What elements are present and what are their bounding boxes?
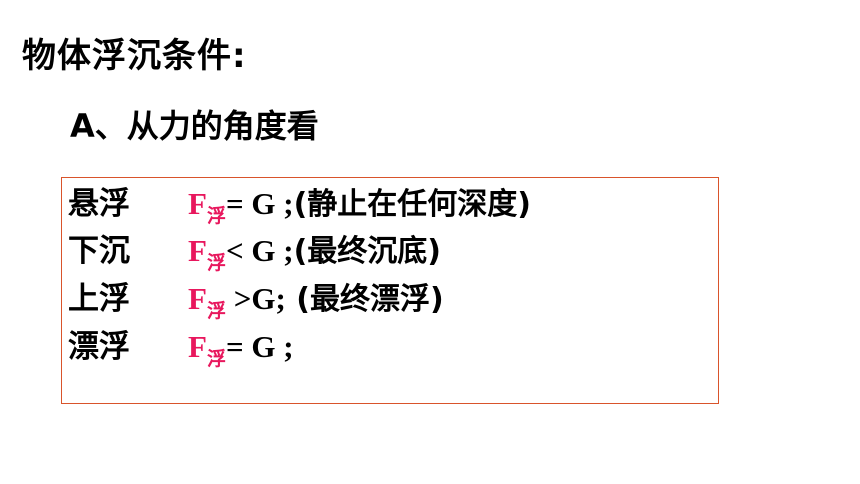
state-label: 上浮	[68, 281, 130, 317]
buoyancy-subscript: 浮	[206, 205, 226, 227]
section-subtitle: A、从力的角度看	[70, 107, 319, 145]
conditions-box	[61, 177, 719, 404]
condition-note: (最终漂浮)	[285, 282, 444, 317]
buoyancy-subscript: 浮	[206, 348, 226, 370]
force-formula: F浮< G ;(最终沉底)	[188, 230, 441, 276]
slide-title: 物体浮沉条件:	[22, 36, 247, 76]
condition-note: (静止在任何深度)	[293, 187, 531, 222]
buoyancy-symbol: F	[188, 186, 207, 221]
buoyancy-symbol: F	[188, 329, 207, 364]
force-relation: < G ;	[225, 233, 294, 268]
state-label: 下沉	[68, 233, 130, 269]
force-relation: >G;	[225, 281, 286, 316]
state-label: 漂浮	[68, 329, 130, 365]
force-formula: F浮 >G; (最终漂浮)	[188, 278, 444, 324]
buoyancy-symbol: F	[188, 233, 207, 268]
force-relation: = G ;	[225, 329, 294, 364]
buoyancy-symbol: F	[188, 281, 207, 316]
condition-note: (最终沉底)	[293, 234, 441, 269]
buoyancy-subscript: 浮	[206, 300, 226, 322]
force-formula: F浮= G ;(静止在任何深度)	[188, 183, 531, 229]
force-relation: = G ;	[225, 186, 294, 221]
state-label: 悬浮	[68, 186, 130, 222]
force-formula: F浮= G ;	[188, 326, 294, 372]
buoyancy-subscript: 浮	[206, 252, 226, 274]
